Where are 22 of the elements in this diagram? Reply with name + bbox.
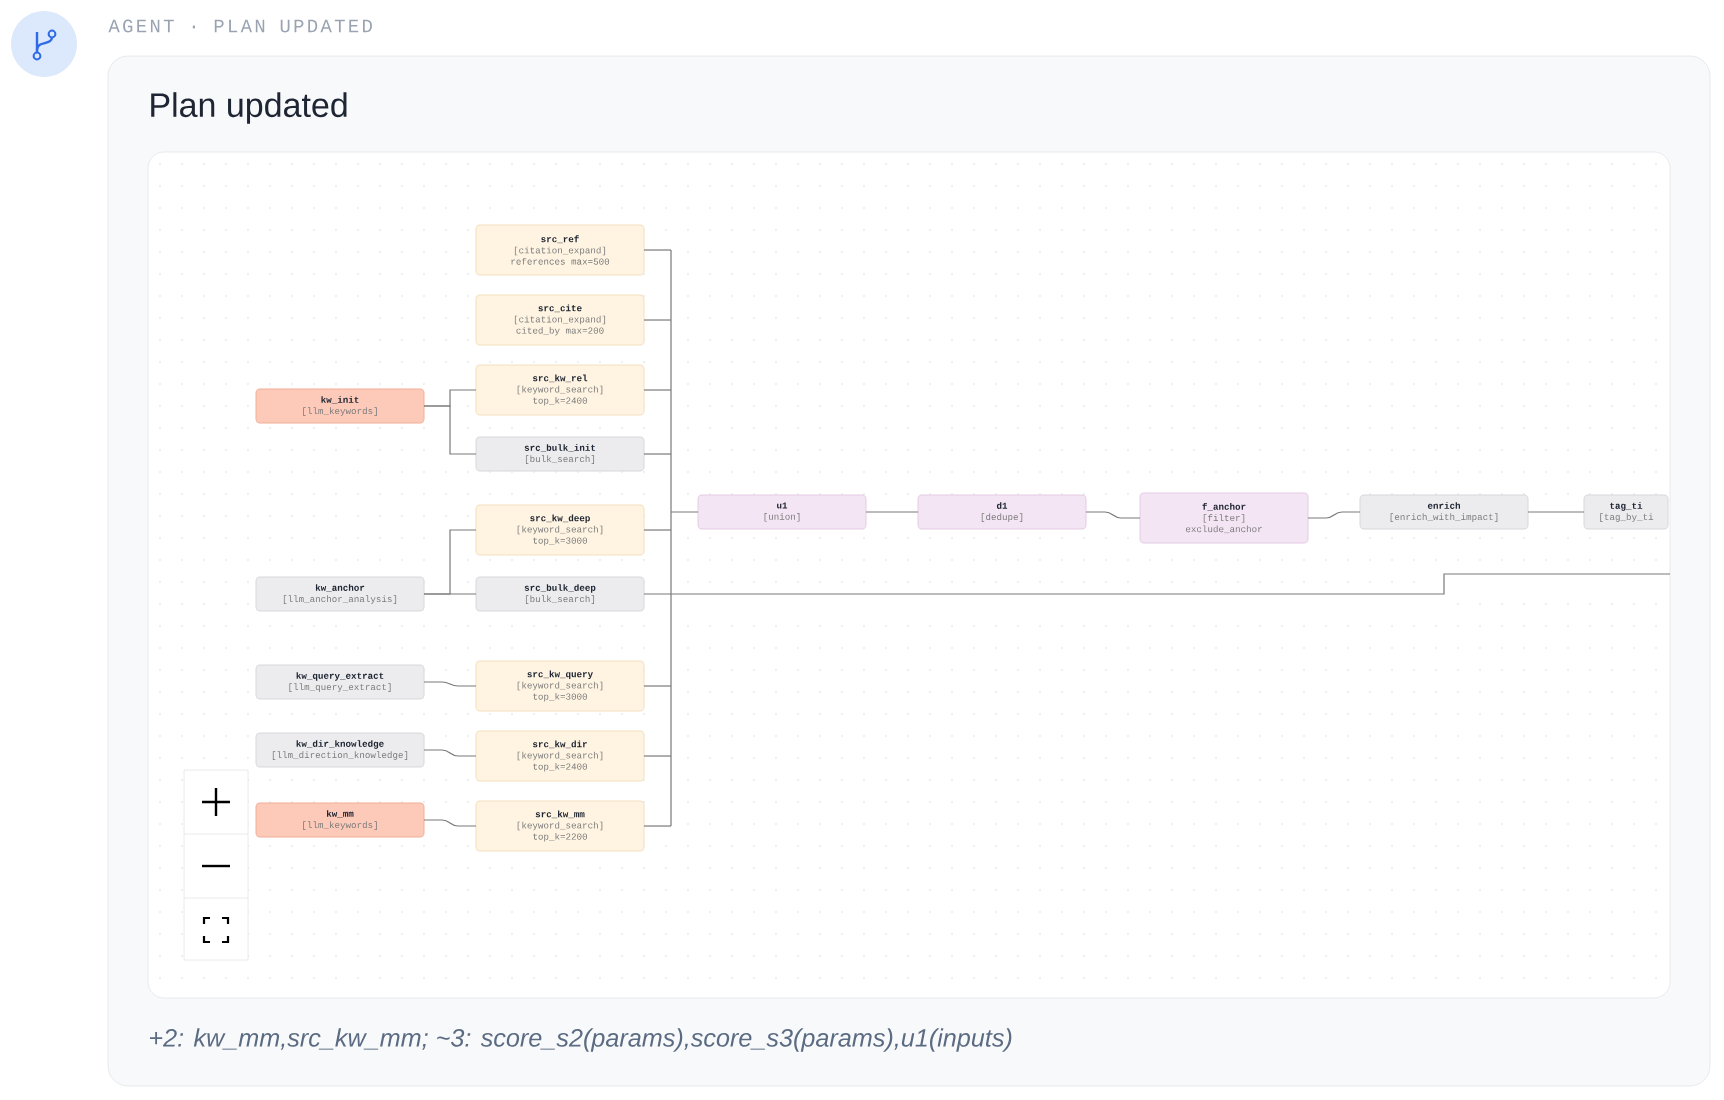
connector bbox=[643, 249, 672, 251]
connector bbox=[865, 511, 919, 513]
connector bbox=[643, 825, 672, 827]
connector bbox=[423, 593, 477, 595]
connector bbox=[423, 749, 477, 757]
connector bbox=[1085, 511, 1141, 519]
card-title: Plan updated bbox=[151, 92, 347, 124]
connector bbox=[1527, 511, 1585, 513]
connector bbox=[423, 405, 477, 455]
connector bbox=[643, 319, 672, 321]
connector bbox=[643, 453, 672, 455]
connector bbox=[670, 249, 699, 827]
change-summary: +2: kw_mm,src_kw_mm; ~3: score_s2(params),score_s3(params),u1(inputs) bbox=[150, 1028, 1012, 1052]
header-label: AGENT · PLAN UPDATED bbox=[108, 19, 372, 33]
connector bbox=[1307, 511, 1361, 519]
connector bbox=[643, 685, 672, 687]
connector bbox=[643, 573, 1671, 595]
connector bbox=[643, 755, 672, 757]
connector bbox=[643, 389, 672, 391]
connector bbox=[423, 819, 477, 827]
connector bbox=[643, 529, 672, 531]
connector bbox=[423, 681, 477, 687]
